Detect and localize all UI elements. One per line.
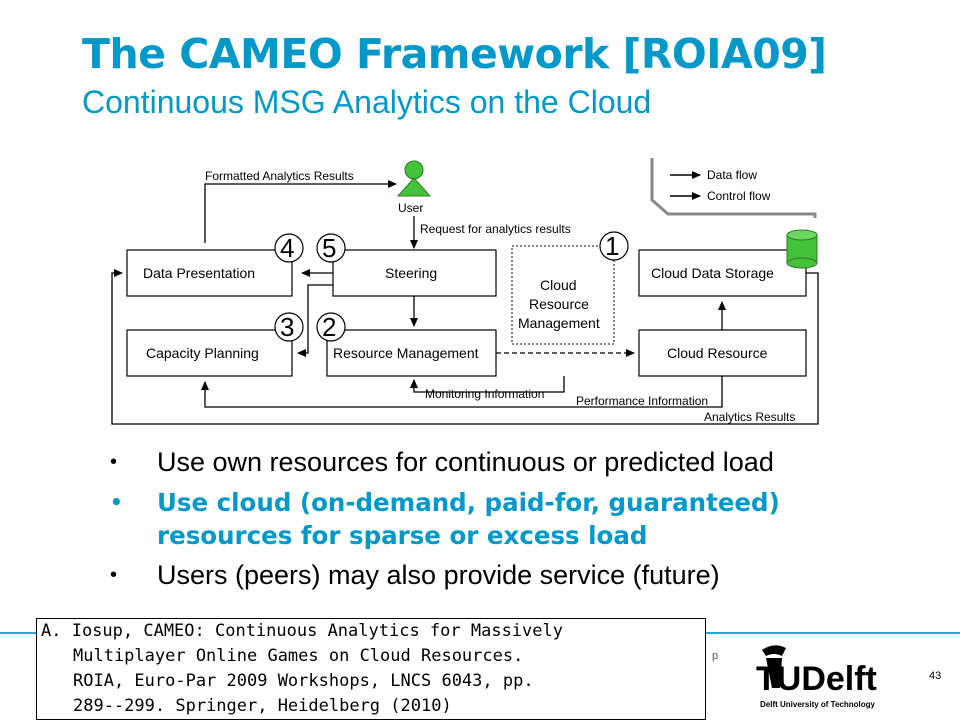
box-cloud-data-storage	[638, 249, 807, 297]
reference-line: ROIA, Euro-Par 2009 Workshops, LNCS 6043…	[73, 671, 534, 691]
crm-line-2: Resource	[529, 296, 589, 312]
edge-performance: Performance Information	[576, 394, 708, 408]
slide-subtitle: Continuous MSG Analytics on the Cloud	[82, 84, 652, 120]
reference-line: Multiplayer Online Games on Cloud Resour…	[73, 646, 524, 666]
box-data-presentation	[126, 249, 293, 297]
crm-line-3: Management	[518, 315, 600, 331]
user-icon	[396, 160, 432, 197]
legend-data-flow: Data flow	[707, 168, 757, 182]
bullet-text: Users (peers) may also provide service (…	[157, 560, 720, 590]
logo-text: TUDelft	[756, 660, 877, 698]
slide-title: The CAMEO Framework [ROIA09]	[82, 30, 827, 78]
step-1: 1	[605, 231, 619, 261]
box-capacity-planning	[126, 329, 293, 377]
reference-box: A. Iosup, CAMEO: Continuous Analytics fo…	[36, 618, 706, 720]
edge-monitoring: Monitoring Information	[425, 387, 544, 401]
box-resource-management-label: Resource Management	[333, 345, 479, 361]
box-cloud-resource-label: Cloud Resource	[667, 345, 768, 361]
box-resource-management	[326, 329, 497, 377]
box-data-presentation-label: Data Presentation	[143, 265, 255, 281]
database-icon	[786, 229, 818, 269]
reference-line: 289--299. Springer, Heidelberg (2010)	[73, 696, 452, 716]
legend: Data flow Control flow	[650, 158, 817, 218]
step-4: 4	[280, 233, 294, 263]
step-5: 5	[322, 233, 336, 263]
cameo-diagram: Data flow Control flow User Formatted An…	[111, 158, 819, 425]
clipped-footer-text: p	[712, 650, 719, 662]
page-number: 43	[929, 670, 942, 682]
bullet-text: Use own resources for continuous or pred…	[157, 447, 774, 477]
box-steering-label: Steering	[385, 265, 437, 281]
crm-line-1: Cloud	[540, 277, 577, 293]
box-cloud-resource-management	[511, 245, 615, 345]
step-2: 2	[322, 312, 336, 342]
reference-line: A. Iosup, CAMEO: Continuous Analytics fo…	[41, 621, 563, 641]
box-capacity-planning-label: Capacity Planning	[146, 345, 259, 361]
bullet-dot: •	[110, 490, 123, 514]
bullet-list: • Use own resources for continuous or pre…	[110, 446, 910, 599]
edge-request: Request for analytics results	[420, 222, 571, 236]
edge-formatted-results: Formatted Analytics Results	[205, 169, 354, 183]
bullet-item-highlight: • Use cloud (on-demand, paid-for, guarant…	[110, 486, 910, 552]
bullet-dot: •	[110, 451, 118, 473]
bullet-item: • Users (peers) may also provide service …	[110, 559, 910, 592]
step-3: 3	[280, 312, 294, 342]
box-cloud-resource	[638, 329, 807, 377]
edge-analytics-results: Analytics Results	[704, 410, 795, 424]
bullet-item: • Use own resources for continuous or pre…	[110, 446, 910, 479]
step-circles: 4 5 3 2 1	[274, 231, 629, 342]
bullet-text: Use cloud (on-demand, paid-for, guarante…	[157, 488, 780, 550]
user-label: User	[398, 201, 423, 215]
bullet-dot: •	[110, 564, 118, 586]
legend-control-flow: Control flow	[707, 189, 771, 203]
box-cloud-data-storage-label: Cloud Data Storage	[651, 265, 774, 281]
logo-tagline: Delft University of Technology	[760, 700, 875, 709]
tudelft-logo: TUDelft	[756, 645, 877, 698]
